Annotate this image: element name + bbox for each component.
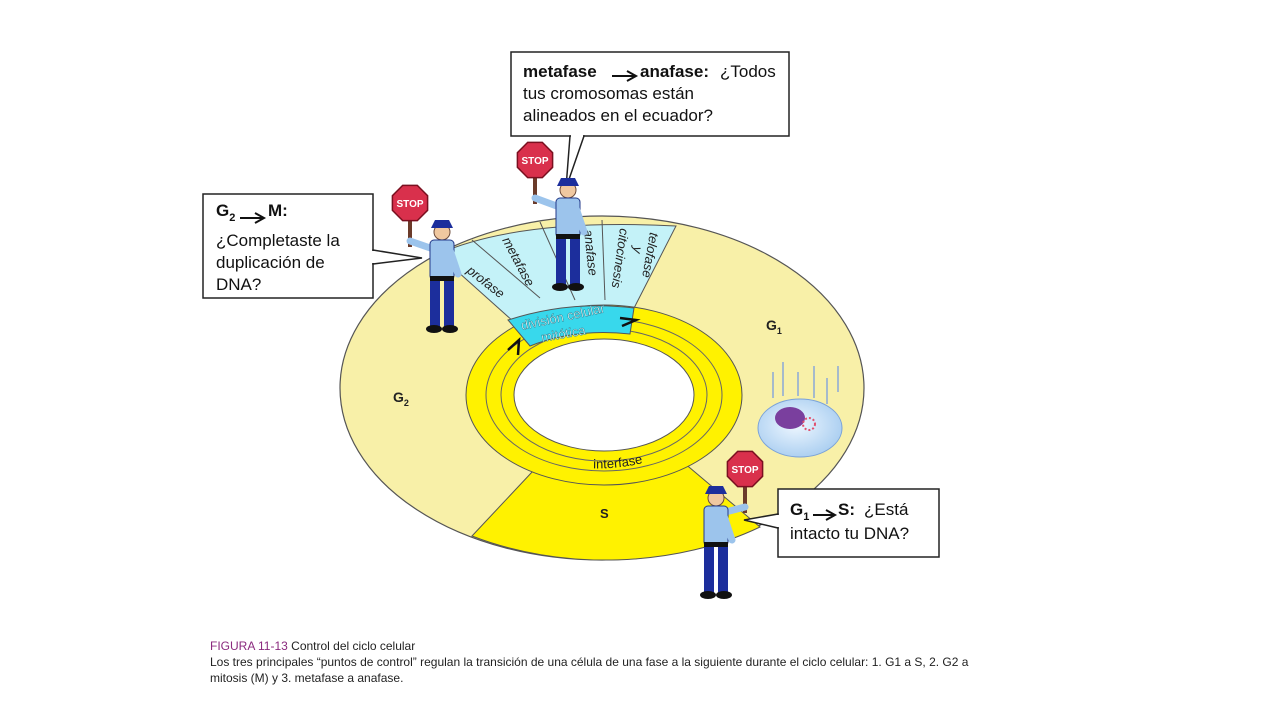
svg-text:intacto tu DNA?: intacto tu DNA? [790,524,909,543]
interphase-arrow-icon [507,336,521,356]
divider-prophase-metaphase [471,239,541,299]
svg-text:¿Completaste la: ¿Completaste la [216,231,340,250]
svg-text:tus cromosomas están: tus cromosomas están [523,84,694,103]
svg-text:alineados en el ecuador?: alineados en el ecuador? [523,106,713,125]
figure-title: Control del ciclo celular [291,639,416,653]
officer-g1-s: STOP [700,450,764,599]
svg-text:anafase:: anafase: [640,62,709,81]
officer-metaphase-anaphase: STOP [516,141,588,291]
stop-sign-text: STOP [521,156,548,167]
officer-g2-m: STOP [391,184,462,333]
svg-text:G1: G1 [790,500,809,523]
g1-label: G1 [766,317,782,336]
telophase-label-2: y [630,244,646,255]
stop-sign-icon [726,450,764,488]
arrow-icon [813,509,838,521]
figure-body: Los tres principales “puntos de control”… [210,655,969,685]
g2-label: G2 [393,389,409,408]
arrow-icon [240,212,267,224]
interphase-label: interfase [593,451,643,471]
stop-sign-text: STOP [396,199,423,210]
svg-text:¿Está: ¿Está [864,500,909,519]
svg-text:duplicación de: duplicación de [216,253,325,272]
dividing-cell-icon [757,362,843,458]
figure-caption: FIGURA 11-13 Control del ciclo celular L… [210,638,1000,686]
anaphase-label: anafase [581,229,601,277]
svg-text:¿Todos: ¿Todos [720,62,776,81]
svg-text:M:: M: [268,201,288,220]
svg-text:DNA?: DNA? [216,275,261,294]
mitosis-arrow-icon [619,316,641,328]
svg-text:S:: S: [838,500,855,519]
svg-text:metafase: metafase [523,62,597,81]
figure-label: FIGURA 11-13 [210,639,288,653]
divider-anaphase-telophase [601,219,606,301]
stop-sign-text: STOP [731,465,758,476]
svg-text:G2: G2 [216,201,235,224]
stop-sign-icon [516,141,554,179]
callout-g2-m: G2 M: ¿Completaste la duplicación de DNA… [202,193,423,299]
s-label: S [600,506,609,521]
stop-sign-icon [391,184,429,222]
disk-hole [513,338,695,452]
callout-metaphase-anaphase: metafase anafase: ¿Todos tus cromosomas … [510,51,790,189]
arrow-icon [612,70,639,82]
callout-g1-s: G1 S: ¿Está intacto tu DNA? [743,488,940,558]
